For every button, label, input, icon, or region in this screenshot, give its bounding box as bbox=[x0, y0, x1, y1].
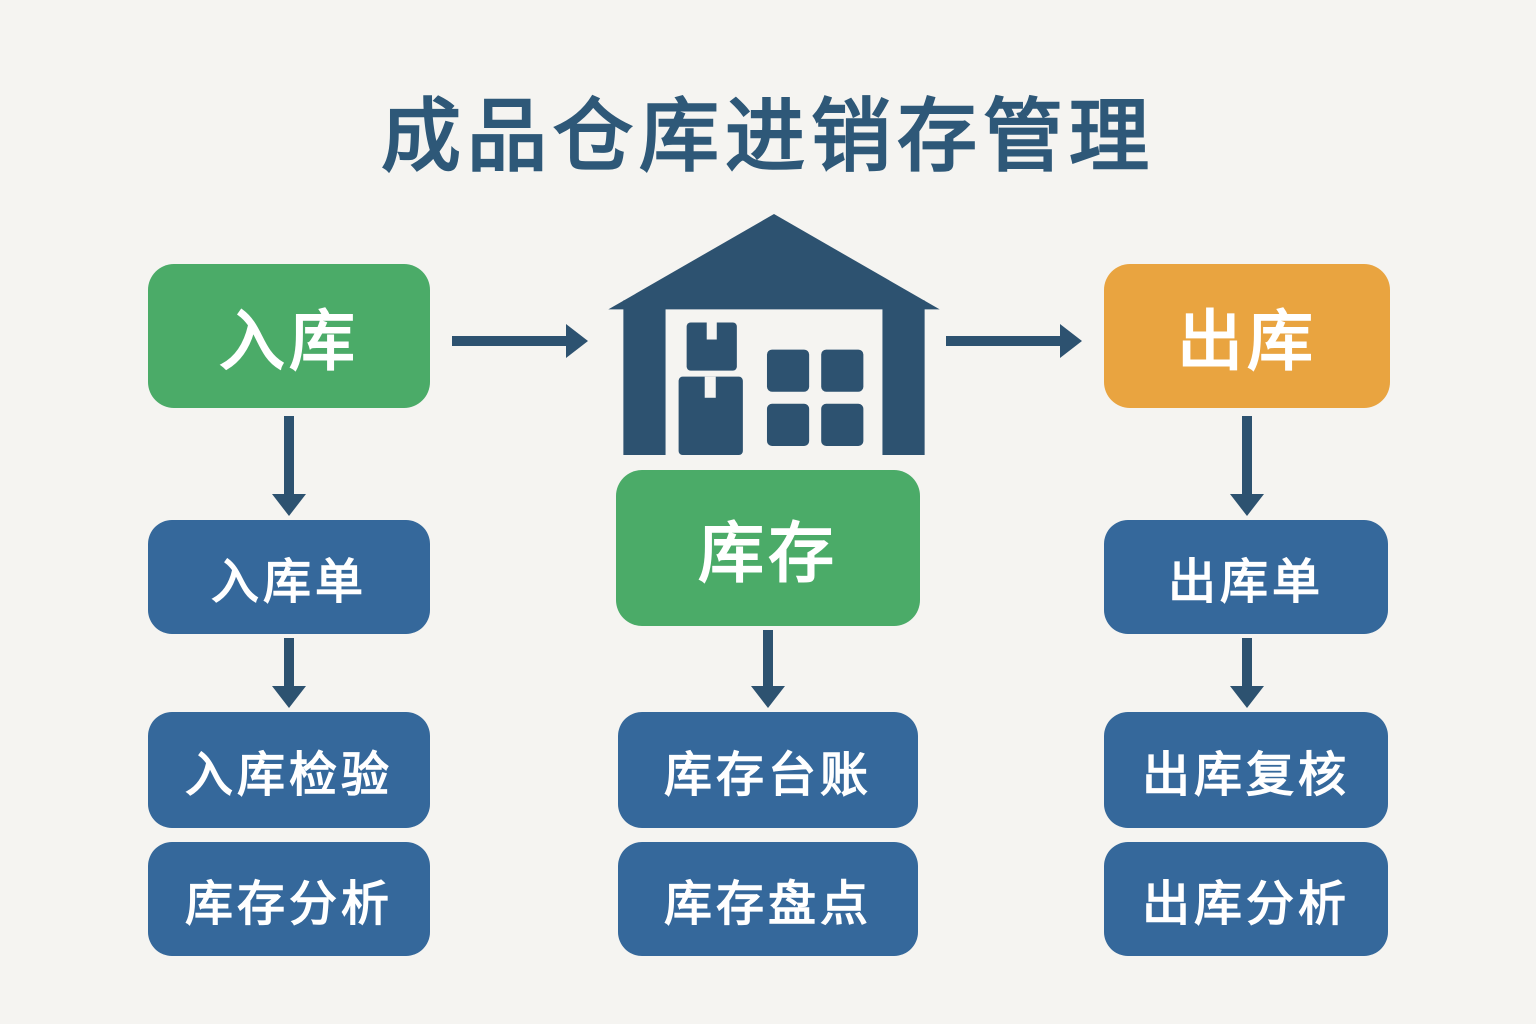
arrow-head bbox=[1230, 686, 1264, 708]
node-outbound-review: 出库复核 bbox=[1104, 712, 1388, 828]
arrow-warehouse-to-outbound bbox=[946, 324, 1082, 358]
node-outbound-order: 出库单 bbox=[1104, 520, 1388, 634]
node-outbound: 出库 bbox=[1104, 264, 1390, 408]
arrow-outbound-to-order bbox=[1230, 416, 1264, 516]
node-inventory-ledger: 库存台账 bbox=[618, 712, 918, 828]
node-inventory: 库存 bbox=[616, 470, 920, 626]
arrow-inbound-to-order bbox=[272, 416, 306, 516]
arrow-shaft bbox=[284, 638, 294, 686]
arrow-order-to-inspection bbox=[272, 638, 306, 708]
arrow-head bbox=[1060, 324, 1082, 358]
arrow-shaft bbox=[1242, 638, 1252, 686]
arrow-head bbox=[566, 324, 588, 358]
arrow-head bbox=[272, 494, 306, 516]
warehouse-icon bbox=[608, 214, 940, 455]
arrow-shaft bbox=[763, 630, 773, 686]
arrow-head bbox=[751, 686, 785, 708]
node-outbound-analysis: 出库分析 bbox=[1104, 842, 1388, 956]
arrow-inventory-to-ledger bbox=[751, 630, 785, 708]
arrow-order-to-review bbox=[1230, 638, 1264, 708]
arrow-shaft bbox=[1242, 416, 1252, 494]
arrow-shaft bbox=[946, 336, 1060, 346]
page-title: 成品仓库进销存管理 bbox=[381, 90, 1155, 183]
arrow-shaft bbox=[284, 416, 294, 494]
arrow-shaft bbox=[452, 336, 566, 346]
node-inbound: 入库 bbox=[148, 264, 430, 408]
arrow-head bbox=[1230, 494, 1264, 516]
node-inbound-order: 入库单 bbox=[148, 520, 430, 634]
node-inventory-count: 库存盘点 bbox=[618, 842, 918, 956]
node-inbound-inspection: 入库检验 bbox=[148, 712, 430, 828]
node-inventory-analysis: 库存分析 bbox=[148, 842, 430, 956]
arrow-inbound-to-warehouse bbox=[452, 324, 588, 358]
arrow-head bbox=[272, 686, 306, 708]
